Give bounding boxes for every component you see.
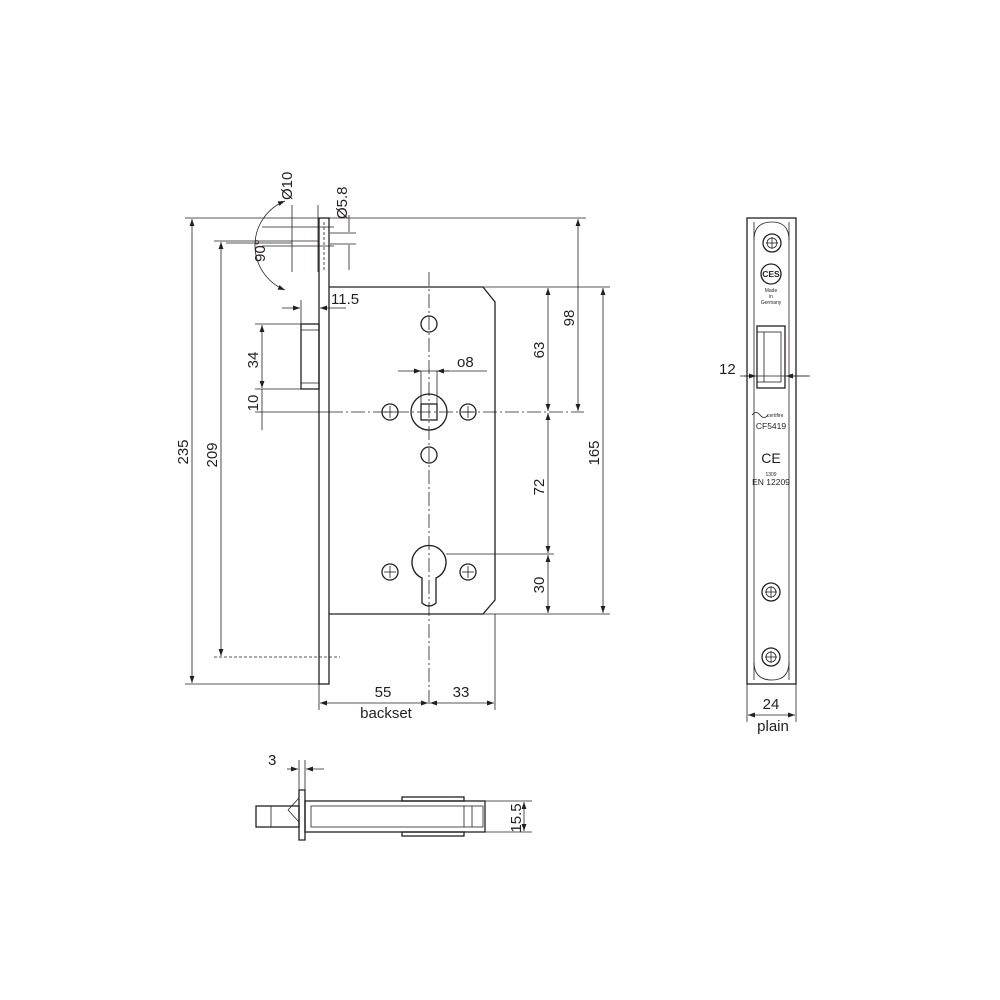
latch-aperture bbox=[756, 325, 786, 389]
dim-centres: 72 bbox=[531, 479, 548, 496]
ce-mark: CE bbox=[761, 450, 780, 466]
made-in-line1: Made bbox=[765, 288, 778, 294]
forend-section bbox=[298, 789, 306, 841]
dim-case-depth: 15.5 bbox=[508, 803, 525, 832]
dim-latch-depth: 12 bbox=[719, 361, 736, 378]
dim-latch-projection: 11.5 bbox=[331, 291, 359, 308]
angle-arc bbox=[254, 200, 286, 291]
forend-face bbox=[746, 217, 797, 685]
standard-number: EN 12209 bbox=[752, 477, 790, 487]
dim-forend-thickness: 3 bbox=[268, 752, 276, 769]
follower-screw-left bbox=[381, 403, 399, 421]
dim-case-tail: 33 bbox=[453, 684, 470, 701]
dim-forend-width: 24 bbox=[763, 696, 780, 713]
made-in-line3: Germany bbox=[761, 300, 782, 306]
dim-follower-to-keyhole: 63 bbox=[531, 342, 548, 359]
forend-screw-top bbox=[762, 233, 782, 253]
follower-hub bbox=[410, 393, 448, 431]
certifire-logo: certifire bbox=[751, 412, 784, 419]
follower-square bbox=[420, 403, 438, 421]
cylinder-screw-left bbox=[381, 563, 399, 581]
dim-hole-dia-large: Ø10 bbox=[279, 172, 296, 200]
dim-overall-height: 235 bbox=[175, 439, 192, 464]
fixing-hole-top bbox=[420, 315, 438, 333]
dim-cylinder-to-bottom: 30 bbox=[531, 577, 548, 594]
dim-follower-dia: o8 bbox=[457, 354, 474, 371]
dim-latch-offset: 10 bbox=[245, 395, 262, 412]
dim-forend-width-label: plain bbox=[757, 718, 789, 735]
case-section bbox=[304, 800, 486, 833]
forend-view: CES Made in Germany 12 certifire CF5419 … bbox=[719, 217, 810, 735]
dim-latch-height: 34 bbox=[245, 352, 262, 369]
made-in-line2: in bbox=[769, 294, 773, 300]
euro-cylinder-cutout bbox=[411, 544, 447, 607]
latch-bolt bbox=[300, 323, 320, 390]
ces-logo: CES bbox=[760, 263, 782, 285]
ces-logo-text: CES bbox=[762, 269, 780, 279]
front-view: 235 209 34 10 11.5 98 63 72 bbox=[175, 172, 610, 722]
forend-plate bbox=[318, 217, 330, 685]
certifire-brand: certifire bbox=[767, 413, 784, 419]
forend-screw-bottom bbox=[761, 647, 781, 667]
lock-case bbox=[329, 286, 496, 615]
follower-screw-right bbox=[459, 403, 477, 421]
dim-case-height: 165 bbox=[586, 440, 603, 465]
forend-screw-middle bbox=[761, 582, 781, 602]
latch-stub bbox=[255, 805, 300, 828]
dim-follower-to-top: 98 bbox=[561, 310, 578, 327]
model-number: CF5419 bbox=[756, 421, 787, 431]
dim-fixing-span: 209 bbox=[204, 442, 221, 467]
dim-hole-dia-small: Ø5.8 bbox=[334, 186, 351, 219]
fixing-hole-middle bbox=[420, 446, 438, 464]
notified-body: 1309 bbox=[765, 472, 776, 478]
dim-backset-label: backset bbox=[360, 705, 413, 722]
cylinder-screw-right bbox=[459, 563, 477, 581]
dim-backset: 55 bbox=[375, 684, 392, 701]
bottom-view: 3 15.5 bbox=[255, 752, 532, 841]
dim-angle: 90° bbox=[252, 239, 269, 262]
